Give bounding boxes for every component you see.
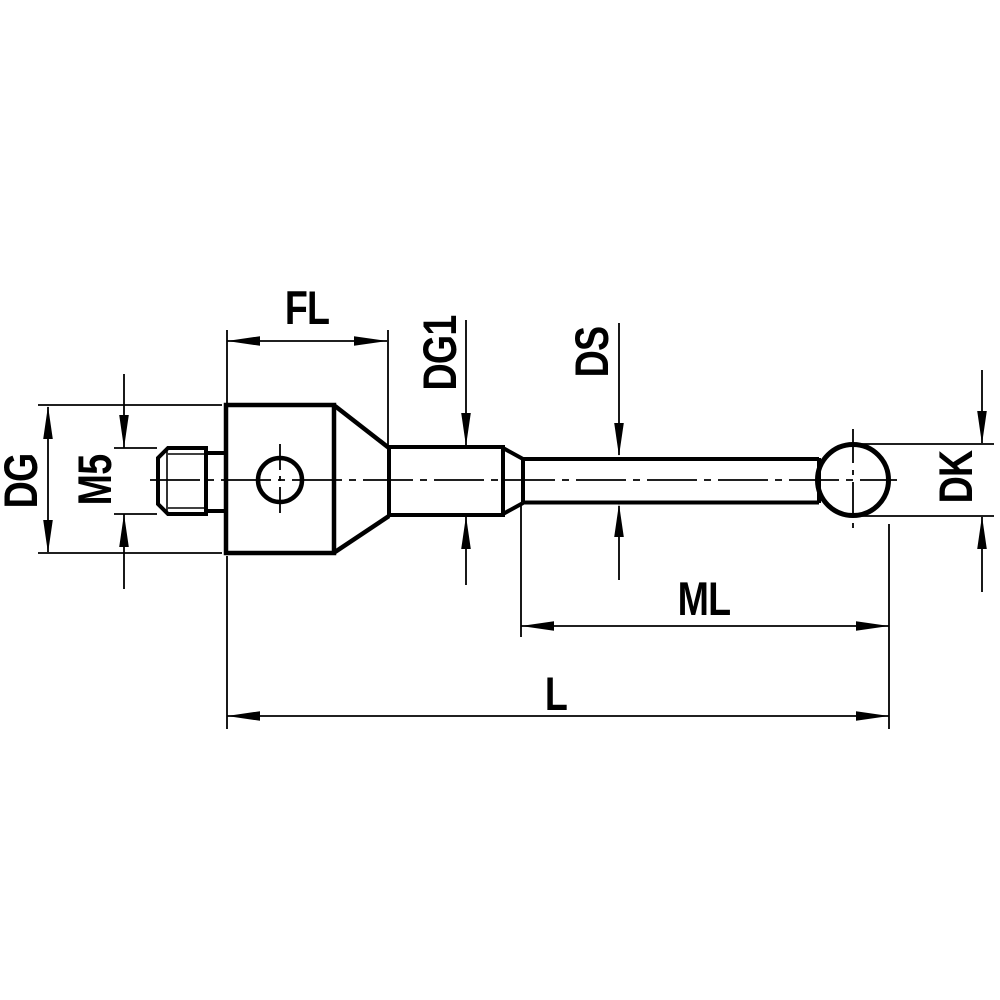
- dim-label-dg1: DG1: [413, 315, 466, 391]
- dim-fl: [226, 330, 389, 445]
- arrow-dg-bottom: [43, 520, 53, 553]
- dim-ds: [614, 323, 624, 580]
- dim-label-l: L: [544, 667, 568, 720]
- arrow-dg-top: [43, 406, 53, 439]
- stem-ds: [521, 457, 821, 505]
- dim-m5: [114, 374, 157, 589]
- arrow-l-left: [227, 711, 260, 721]
- arrow-ml-right: [856, 621, 889, 631]
- arrow-m5-top: [119, 415, 129, 448]
- ball-tip: [815, 442, 891, 518]
- arrow-dk-top: [977, 411, 987, 444]
- taper-cone: [333, 404, 391, 554]
- dim-label-fl: FL: [284, 281, 330, 334]
- dim-dg: [38, 404, 222, 554]
- dim-label-ds: DS: [565, 326, 618, 378]
- thread-minor-lines: [168, 453, 206, 509]
- dim-label-dg: DG: [0, 453, 47, 509]
- mounting-hole: [255, 455, 305, 505]
- dim-ml: [520, 505, 890, 729]
- arrow-ds-top: [614, 423, 624, 456]
- stem-dg1: [387, 445, 505, 517]
- dim-label-m5: M5: [68, 454, 121, 506]
- arrow-fl-right: [354, 336, 387, 346]
- arrow-m5-bottom: [119, 514, 129, 547]
- arrow-dg1-bottom: [461, 516, 471, 549]
- part-outline: [156, 402, 891, 556]
- dim-dk: [856, 370, 994, 592]
- dimensions: [38, 320, 994, 729]
- stem-step: [502, 446, 524, 516]
- holder-body: [223, 402, 337, 556]
- thread-neck: [206, 451, 225, 513]
- thread-outline: [156, 446, 208, 516]
- dim-label-dk: DK: [929, 450, 982, 504]
- dim-l: [226, 556, 889, 729]
- arrow-dk-bottom: [977, 516, 987, 549]
- arrow-ml-left: [521, 621, 554, 631]
- dim-label-ml: ML: [677, 572, 731, 625]
- arrow-dg1-top: [461, 413, 471, 446]
- arrow-fl-left: [227, 336, 260, 346]
- arrow-ds-bottom: [614, 504, 624, 537]
- dim-dg1: [461, 320, 471, 585]
- arrow-l-right: [856, 711, 889, 721]
